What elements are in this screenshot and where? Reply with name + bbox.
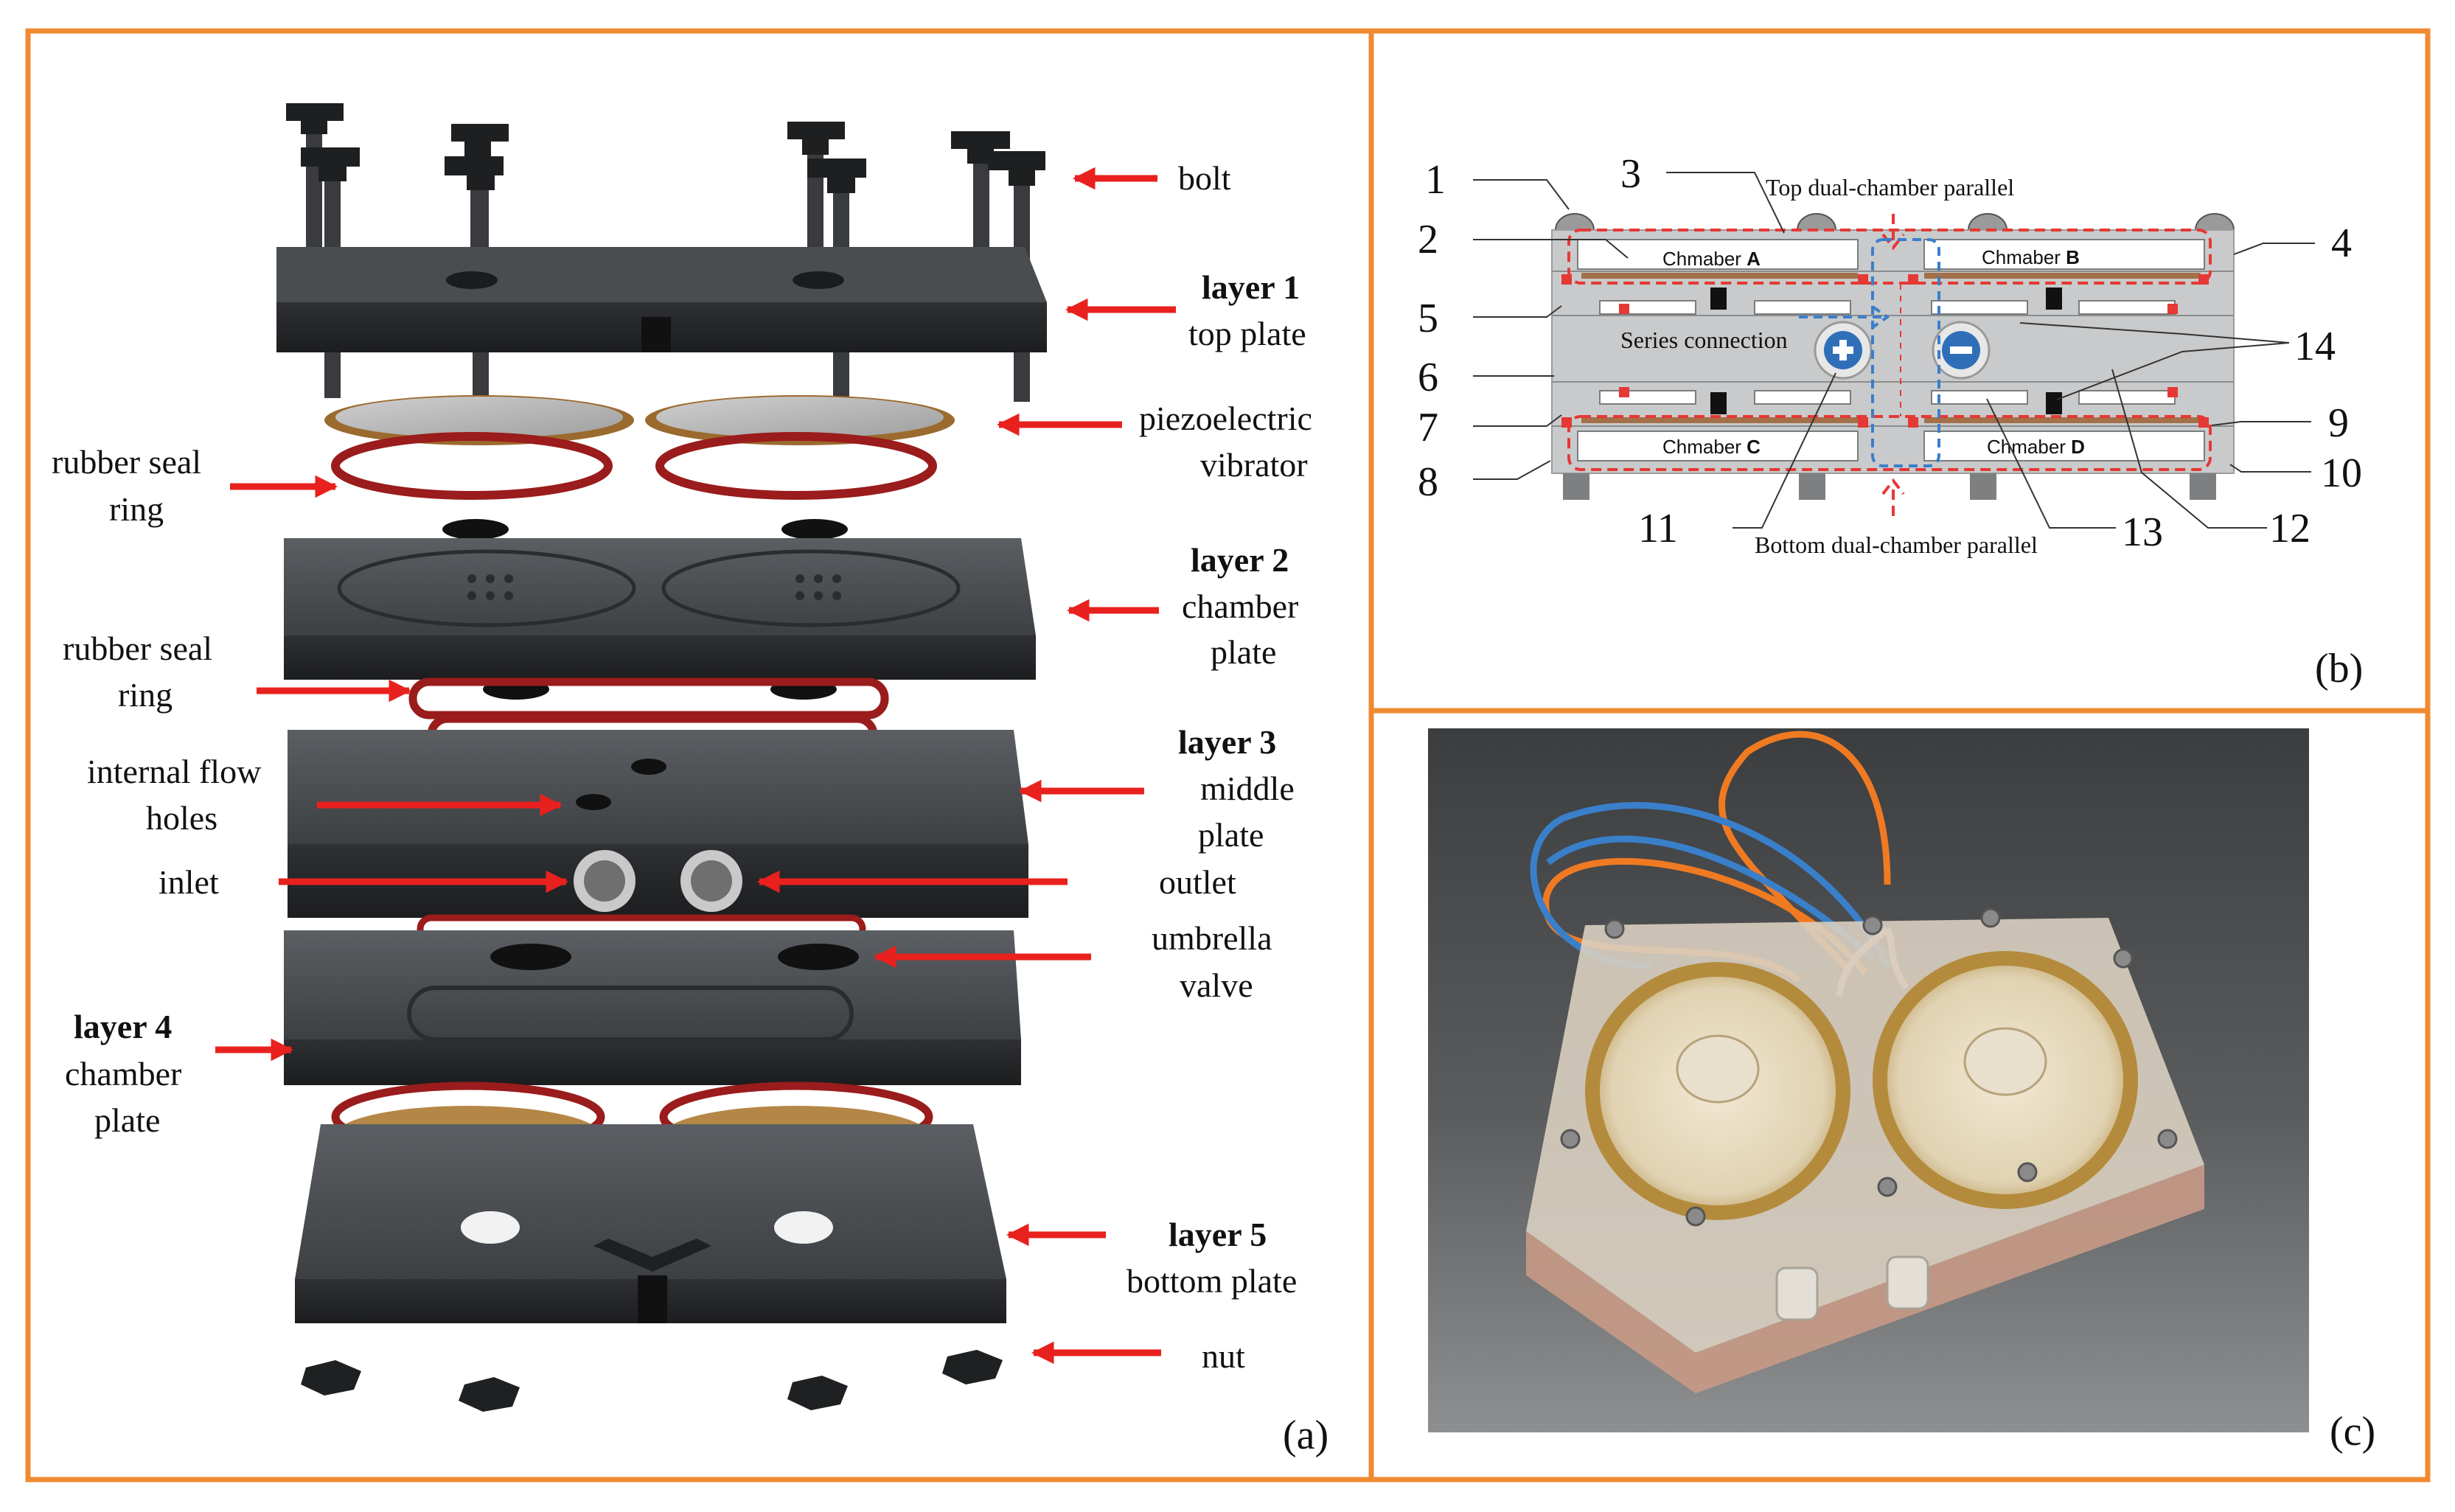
panel-c-frame bbox=[1368, 708, 2431, 1483]
chamber-c-label: Chmaber C bbox=[1662, 436, 1761, 458]
num-9: 9 bbox=[2328, 400, 2349, 446]
num-7: 7 bbox=[1418, 405, 1438, 450]
chamber-d-label: Chmaber D bbox=[1987, 436, 2085, 458]
label-piezo-2: vibrator bbox=[1200, 446, 1308, 484]
annotation-arrows bbox=[215, 167, 1176, 1365]
bolt-heads bbox=[1554, 213, 2235, 231]
label-layer5-title: layer 5 bbox=[1169, 1216, 1267, 1253]
label-layer2-sub1: chamber bbox=[1182, 588, 1298, 625]
label-layer3-title: layer 3 bbox=[1178, 723, 1276, 761]
num-3: 3 bbox=[1620, 151, 1641, 197]
cross-section: Chmaber A Chmaber B Chmaber C Chmaber D … bbox=[1551, 174, 2235, 558]
layer3-middle-plate bbox=[288, 730, 1028, 918]
top-parallel-caption: Top dual-chamber parallel bbox=[1766, 174, 2014, 201]
prototype-photo bbox=[1428, 728, 2309, 1432]
num-10: 10 bbox=[2321, 450, 2362, 496]
label-layer4-title: layer 4 bbox=[74, 1008, 172, 1045]
plus-electrode bbox=[1814, 321, 1873, 380]
num-11: 11 bbox=[1638, 506, 1678, 551]
label-flow-2: holes bbox=[146, 799, 217, 837]
label-seal1-2: ring bbox=[109, 490, 164, 528]
label-layer4-sub2: plate bbox=[94, 1101, 160, 1139]
minus-electrode bbox=[1932, 321, 1991, 380]
rubber-seal-rings-upper bbox=[331, 432, 937, 500]
panel-b-tag: (b) bbox=[2315, 646, 2363, 691]
label-nut: nut bbox=[1202, 1337, 1245, 1375]
chamber-b-label: Chmaber B bbox=[1982, 246, 2080, 268]
num-14: 14 bbox=[2294, 324, 2336, 369]
piezoelectric-vibrators bbox=[324, 395, 955, 445]
num-12: 12 bbox=[2269, 506, 2311, 551]
label-layer5-sub: bottom plate bbox=[1126, 1262, 1297, 1300]
label-seal2-1: rubber seal bbox=[63, 630, 212, 667]
label-seal2-2: ring bbox=[118, 676, 173, 714]
series-caption: Series connection bbox=[1620, 327, 1788, 353]
layer2-chamber-plate bbox=[284, 519, 1036, 680]
label-bolt: bolt bbox=[1178, 159, 1231, 197]
photo-piezo-discs bbox=[1585, 951, 2138, 1220]
nuts bbox=[301, 1350, 1003, 1412]
num-2: 2 bbox=[1418, 217, 1438, 262]
num-5: 5 bbox=[1418, 296, 1438, 341]
label-flow-1: internal flow bbox=[87, 753, 262, 790]
num-8: 8 bbox=[1418, 459, 1438, 505]
label-layer3-sub2: plate bbox=[1198, 816, 1264, 854]
layer4-chamber-plate bbox=[284, 930, 1021, 1085]
label-outlet: outlet bbox=[1159, 863, 1236, 901]
num-13: 13 bbox=[2122, 509, 2163, 555]
label-layer4-sub1: chamber bbox=[65, 1055, 181, 1093]
leader-lines bbox=[1473, 172, 2315, 529]
panel-c-tag: (c) bbox=[2330, 1409, 2375, 1454]
panel-a-labels: bolt layer 1 top plate piezoelectric vib… bbox=[52, 159, 1329, 1458]
label-valve-2: valve bbox=[1180, 966, 1253, 1004]
label-layer3-sub1: middle bbox=[1200, 770, 1295, 807]
num-6: 6 bbox=[1418, 355, 1438, 400]
exploded-view bbox=[276, 103, 1047, 1412]
label-valve-1: umbrella bbox=[1152, 919, 1272, 957]
label-layer2-sub2: plate bbox=[1211, 633, 1276, 671]
top-parallel-outline bbox=[1567, 229, 2212, 285]
bottom-parallel-caption: Bottom dual-chamber parallel bbox=[1755, 532, 2038, 558]
label-layer2-title: layer 2 bbox=[1191, 541, 1289, 579]
layer1-top-plate bbox=[276, 247, 1047, 352]
chamber-a-label: Chmaber A bbox=[1662, 248, 1761, 270]
num-4: 4 bbox=[2331, 220, 2352, 266]
label-piezo-1: piezoelectric bbox=[1139, 400, 1312, 437]
label-inlet: inlet bbox=[159, 863, 219, 901]
label-layer1-sub: top plate bbox=[1188, 315, 1306, 352]
num-1: 1 bbox=[1425, 157, 1446, 203]
panel-a-tag: (a) bbox=[1283, 1412, 1329, 1458]
label-layer1-title: layer 1 bbox=[1202, 268, 1300, 306]
part-numbers: 1 2 3 4 5 6 7 8 9 10 11 12 13 14 bbox=[1418, 151, 2362, 555]
layer5-bottom-plate bbox=[295, 1124, 1006, 1323]
bottom-parallel-outline bbox=[1567, 415, 2212, 471]
series-outline bbox=[1871, 238, 1940, 467]
label-seal1-1: rubber seal bbox=[52, 443, 201, 481]
